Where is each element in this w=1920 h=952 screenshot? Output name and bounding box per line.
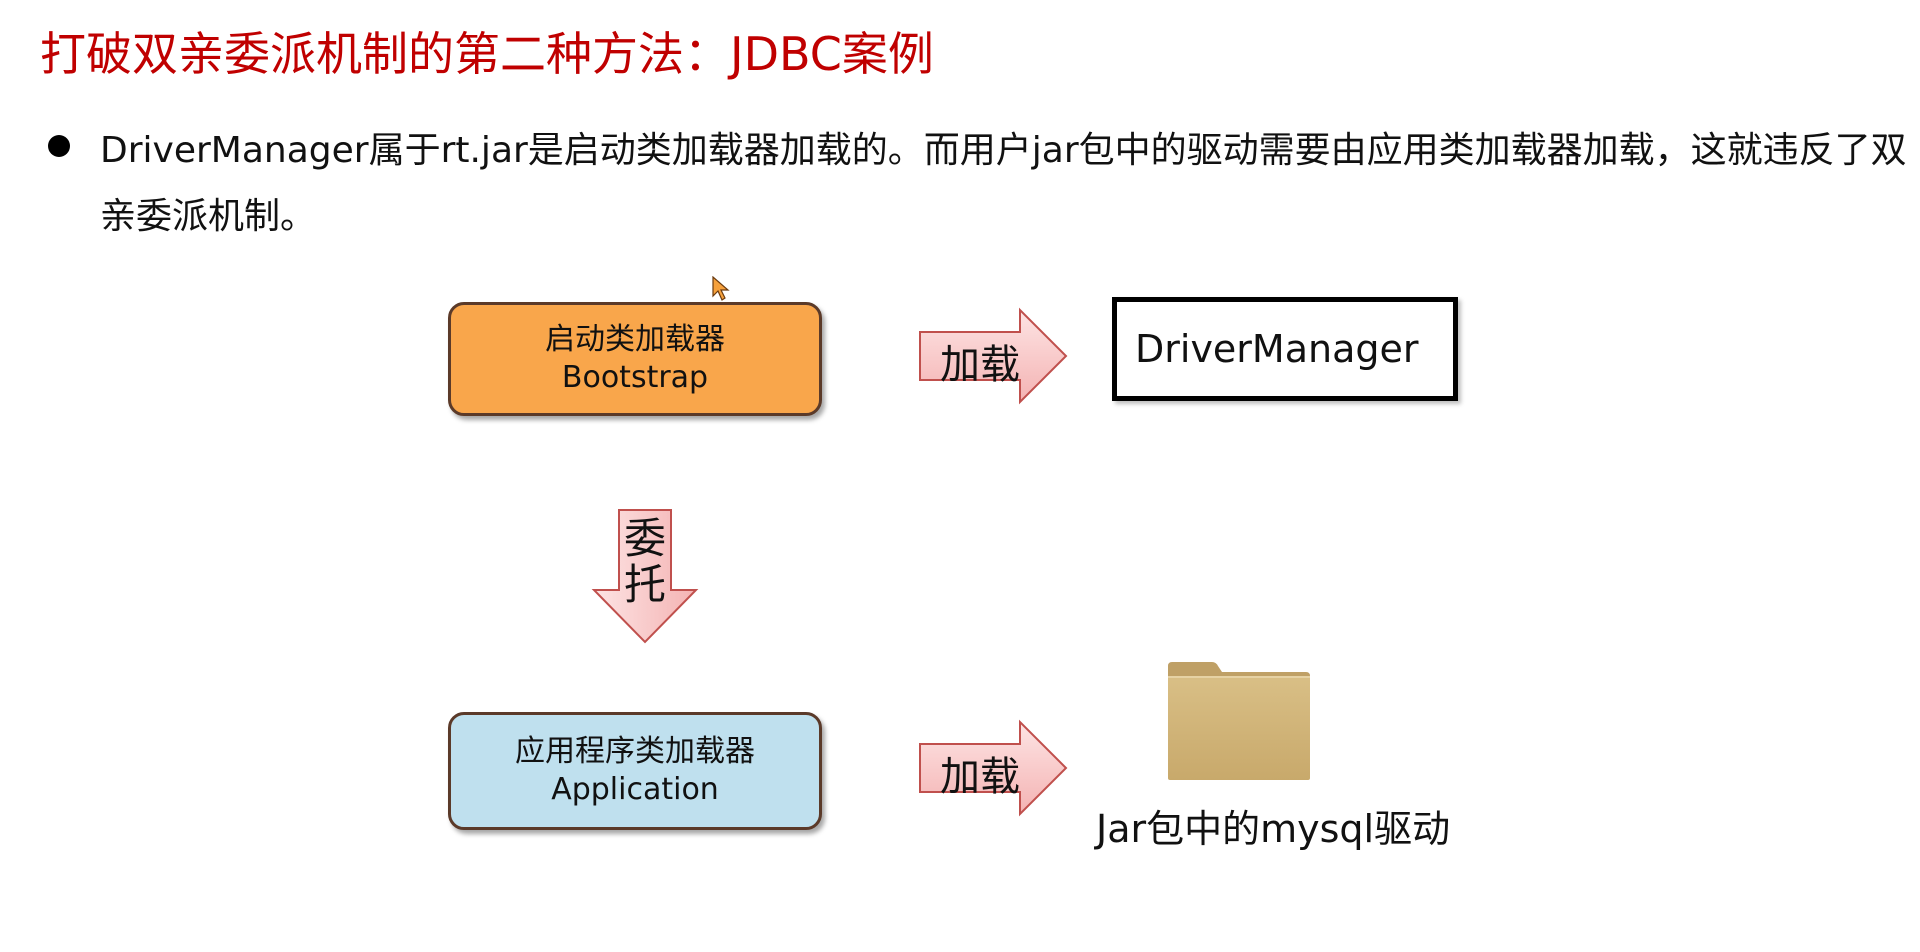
load-arrow-top [919, 307, 1068, 405]
mouse-cursor-icon [712, 276, 730, 301]
application-box-line1: 应用程序类加载器 [515, 734, 755, 769]
bullet-dot [48, 135, 70, 157]
jar-driver-label: Jar包中的mysql驱动 [1096, 807, 1451, 851]
bullet-text: DriverManager属于rt.jar是启动类加载器加载的。而用户jar包中… [100, 130, 1907, 237]
load-arrow-bottom [919, 719, 1068, 817]
load-arrow-top-label: 加载 [940, 342, 1020, 388]
page-title: 打破双亲委派机制的第二种方法：JDBC案例 [40, 27, 934, 81]
bootstrap-loader-box: 启动类加载器 Bootstrap [448, 302, 822, 416]
driver-manager-box: DriverManager [1112, 297, 1458, 401]
delegate-arrow-char1: 委 [623, 514, 666, 563]
delegate-arrow-char2: 托 [623, 560, 666, 609]
load-arrow-bottom-label: 加载 [940, 754, 1020, 800]
bootstrap-box-line2: Bootstrap [561, 360, 709, 395]
application-box-line2: Application [551, 772, 719, 807]
folder-icon [1168, 662, 1310, 780]
application-loader-box: 应用程序类加载器 Application [448, 712, 822, 830]
delegate-arrow [591, 509, 699, 644]
bootstrap-box-line1: 启动类加载器 [545, 322, 725, 357]
